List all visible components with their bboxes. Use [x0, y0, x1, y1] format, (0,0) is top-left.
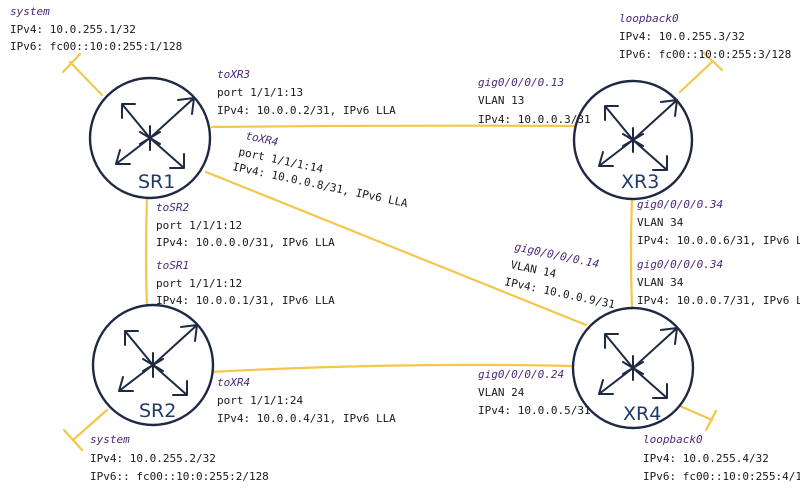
interface-name: gig0/0/0/0.24 — [478, 368, 564, 381]
interface-port: port 1/1/1:13 — [217, 86, 303, 99]
interface-vlan: VLAN 34 — [637, 216, 684, 229]
interface-label-xr4-tosr2: gig0/0/0/0.24 VLAN 24 IPv4: 10.0.0.5/31 — [478, 368, 591, 417]
link-sr1-sr2 — [144, 194, 149, 312]
loopback-name: system — [10, 5, 50, 18]
router-name: XR3 — [621, 171, 659, 193]
router-sr2[interactable]: SR2 — [91, 303, 215, 427]
interface-vlan: VLAN 34 — [637, 276, 684, 289]
loopback-name: loopback0 — [619, 12, 679, 25]
loopback-stub-xr3 — [678, 51, 724, 94]
interface-name: toXR3 — [217, 68, 250, 81]
loopback-label-sr1: system IPv4: 10.0.255.1/32 IPv6: fc00::1… — [10, 5, 182, 53]
interface-label-sr2-tosr1: toSR1 port 1/1/1:12 IPv4: 10.0.0.1/31, I… — [156, 259, 335, 307]
router-arrows-icon — [118, 324, 198, 396]
link-sr1-xr3 — [210, 124, 578, 129]
interface-ip: IPv4: 10.0.0.2/31, IPv6 LLA — [217, 104, 396, 117]
interface-ip: IPv4: 10.0.0.5/31 — [478, 404, 591, 417]
router-arrows-icon — [598, 327, 678, 399]
links — [144, 124, 634, 374]
interface-label-xr3-toxr4: gig0/0/0/0.34 VLAN 34 IPv4: 10.0.0.6/31,… — [637, 198, 800, 247]
router-name: SR1 — [138, 171, 175, 193]
interface-name: toXR4 — [217, 376, 250, 389]
loopback-ipv4: IPv4: 10.0.255.2/32 — [90, 452, 216, 465]
loopback-stub-xr4 — [678, 404, 718, 432]
router-arrows-icon — [598, 99, 678, 171]
loopback-ipv4: IPv4: 10.0.255.1/32 — [10, 23, 136, 36]
interface-port: port 1/1/1:12 — [156, 277, 242, 290]
interface-ip: IPv4: 10.0.0.3/31 — [478, 113, 591, 126]
loopback-name: loopback0 — [643, 433, 703, 446]
link-sr2-xr4 — [208, 363, 576, 374]
router-xr4[interactable]: XR4 — [571, 306, 695, 430]
interface-label-sr1-toxr3: toXR3 port 1/1/1:13 IPv4: 10.0.0.2/31, I… — [217, 68, 396, 117]
interface-ip: IPv4: 10.0.0.6/31, IPv6 LLA — [637, 234, 800, 247]
interface-port: port 1/1/1:24 — [217, 394, 303, 407]
router-sr1[interactable]: SR1 — [88, 76, 212, 200]
interface-vlan: VLAN 24 — [478, 386, 525, 399]
interface-ip: IPv4: 10.0.0.1/31, IPv6 LLA — [156, 294, 335, 307]
interface-name: gig0/0/0/0.13 — [478, 76, 564, 89]
loopback-ipv4: IPv4: 10.0.255.4/32 — [643, 452, 769, 465]
link-xr3-xr4 — [629, 196, 634, 310]
loopback-stub-sr2 — [62, 408, 109, 452]
router-xr3[interactable]: XR3 — [572, 79, 694, 201]
interface-ip: IPv4: 10.0.0.9/31 — [503, 275, 616, 311]
loopback-ipv4: IPv4: 10.0.255.3/32 — [619, 30, 745, 43]
interface-label-sr2-toxr4: toXR4 port 1/1/1:24 IPv4: 10.0.0.4/31, I… — [217, 376, 396, 425]
link-sr1-xr4 — [204, 170, 588, 327]
interface-vlan: VLAN 13 — [478, 94, 524, 107]
loopback-ipv6: IPv6: fc00::10:0:255:4/128 — [643, 470, 800, 483]
interface-name: gig0/0/0/0.34 — [637, 258, 723, 271]
interface-label-sr1-tosr2: toSR2 port 1/1/1:12 IPv4: 10.0.0.0/31, I… — [156, 201, 335, 249]
interface-label-sr1-toxr4: toXR4 port 1/1/1:14 IPv4: 10.0.0.8/31, I… — [231, 129, 409, 210]
router-name: XR4 — [623, 403, 661, 425]
interface-ip: IPv4: 10.0.0.4/31, IPv6 LLA — [217, 412, 396, 425]
interface-name: toSR1 — [156, 259, 189, 272]
loopback-label-sr2: system IPv4: 10.0.255.2/32 IPv6:: fc00::… — [90, 433, 269, 483]
interface-label-xr3-tosr1: gig0/0/0/0.13 VLAN 13 IPv4: 10.0.0.3/31 — [478, 76, 591, 126]
loopback-stubs — [61, 51, 724, 452]
interface-label-xr4-tosr1: gig0/0/0/0.14 VLAN 14 IPv4: 10.0.0.9/31 — [503, 240, 616, 311]
loopback-stub-sr1 — [61, 52, 104, 97]
interface-ip: IPv4: 10.0.0.0/31, IPv6 LLA — [156, 236, 335, 249]
loopback-name: system — [90, 433, 130, 446]
interface-port: port 1/1/1:12 — [156, 219, 242, 232]
loopback-label-xr3: loopback0 IPv4: 10.0.255.3/32 IPv6: fc00… — [619, 12, 791, 61]
loopback-ipv6: IPv6: fc00::10:0:255:3/128 — [619, 48, 791, 61]
interface-label-xr4-toxr3: gig0/0/0/0.34 VLAN 34 IPv4: 10.0.0.7/31,… — [637, 258, 800, 307]
loopback-ipv6: IPv6: fc00::10:0:255:1/128 — [10, 40, 182, 53]
router-name: SR2 — [139, 400, 176, 422]
interface-name: toSR2 — [156, 201, 189, 214]
interface-name: gig0/0/0/0.34 — [637, 198, 723, 211]
loopback-label-xr4: loopback0 IPv4: 10.0.255.4/32 IPv6: fc00… — [643, 433, 800, 483]
interface-ip: IPv4: 10.0.0.7/31, IPv6 LLA — [637, 294, 800, 307]
router-arrows-icon — [115, 97, 195, 169]
interface-name: toXR4 — [244, 129, 279, 149]
loopback-ipv6: IPv6:: fc00::10:0:255:2/128 — [90, 470, 269, 483]
